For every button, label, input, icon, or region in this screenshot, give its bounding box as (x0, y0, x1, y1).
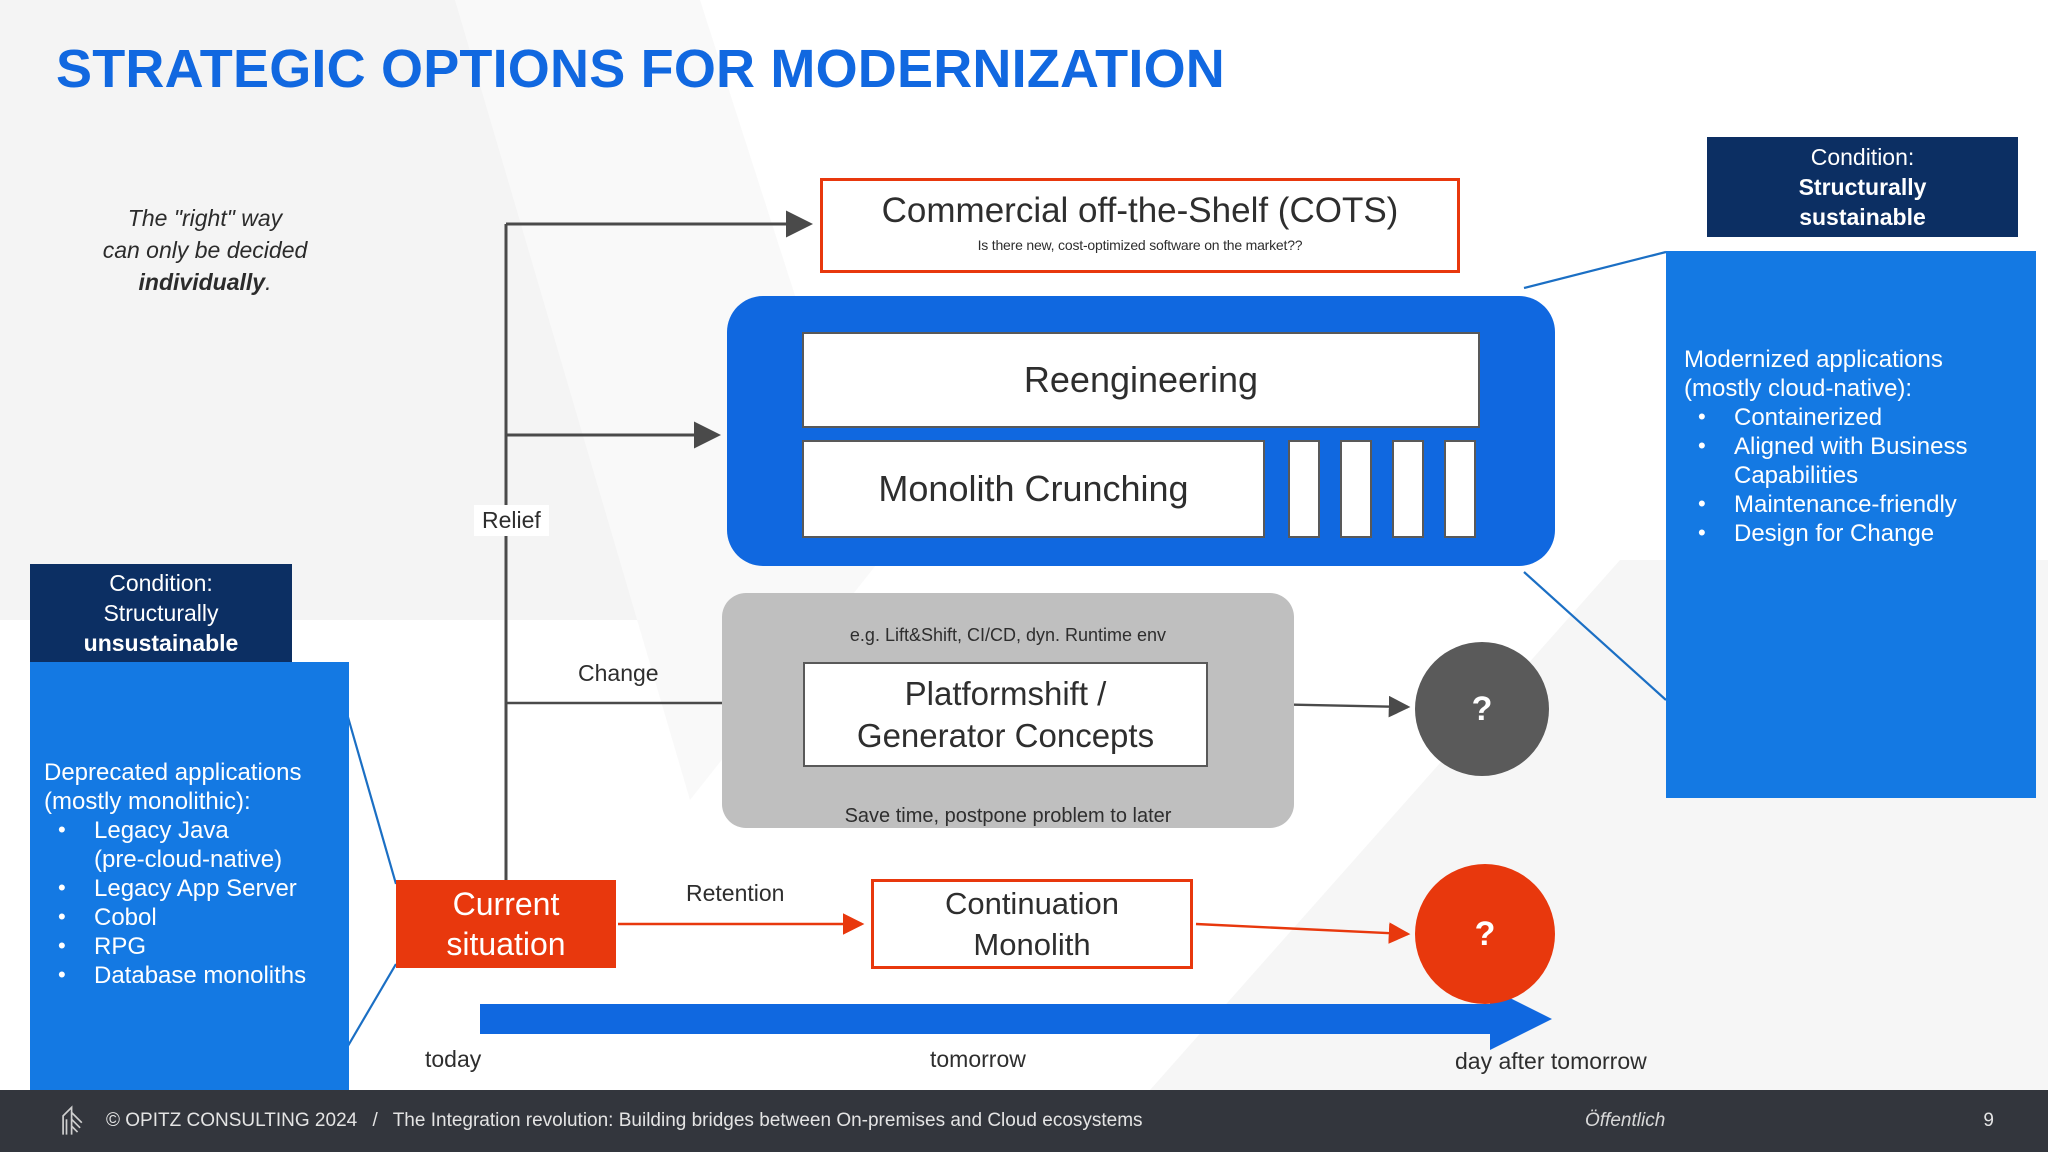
list-item: Legacy App Server (44, 873, 349, 903)
question-mark-icon: ? (1474, 914, 1496, 953)
deprecated-applications-list: Legacy Java (pre-cloud-native) Legacy Ap… (44, 815, 349, 990)
modernized-applications-lead: Modernized applications (mostly cloud-na… (1684, 346, 1943, 402)
platformshift-line-2: Generator Concepts (856, 716, 1155, 754)
timeline-label-today: today (425, 1046, 482, 1072)
timeline-label-tomorrow: tomorrow (930, 1046, 1026, 1072)
left-condition-header: Condition: Structurally unsustainable (30, 564, 292, 662)
continuation-monolith-line-1: Continuation (944, 886, 1120, 921)
timeline-label-day-after-tomorrow: day after tomorrow (1455, 1048, 1647, 1074)
deprecated-applications-panel: Deprecated applications (mostly monolith… (30, 662, 349, 1152)
monolith-crunching-label: Monolith Crunching (878, 468, 1189, 509)
modernized-applications-list: Containerized Aligned with Business Capa… (1684, 402, 2036, 548)
list-item: Maintenance-friendly (1684, 489, 2036, 519)
reengineering-box[interactable]: Reengineering (802, 332, 1480, 428)
right-condition-line-2: Structurally (1798, 174, 1927, 200)
microservice-slot (1288, 440, 1320, 538)
cots-option-box[interactable]: Commercial off-the-Shelf (COTS) Is there… (820, 178, 1460, 273)
edge-label-change: Change (578, 660, 659, 686)
continuation-monolith-line-2: Monolith (973, 927, 1091, 962)
note-line-2: can only be decided (102, 237, 308, 263)
footer-separator: / (372, 1110, 378, 1131)
edge-label-retention: Retention (686, 880, 785, 906)
list-item: Legacy Java (pre-cloud-native) (44, 815, 349, 874)
edge-label-relief: Relief (474, 505, 549, 536)
question-mark-icon: ? (1471, 689, 1493, 728)
platformshift-box[interactable]: Platformshift / Generator Concepts (803, 662, 1208, 767)
microservice-slot (1392, 440, 1424, 538)
footer-page-number: 9 (1983, 1110, 1994, 1131)
cots-subtitle: Is there new, cost-optimized software on… (977, 237, 1303, 253)
list-item: Aligned with Business Capabilities (1684, 431, 2036, 490)
right-condition-header: Condition: Structurally sustainable (1707, 137, 2018, 237)
right-condition-line-3: sustainable (1799, 204, 1926, 230)
footer-deck-title: The Integration revolution: Building bri… (392, 1110, 1143, 1131)
individual-decision-note: The "right" way can only be decided indi… (60, 202, 350, 298)
list-item: Containerized (1684, 402, 2036, 432)
left-condition-line-2: Structurally (103, 600, 219, 626)
unknown-outcome-red-circle: ? (1415, 864, 1555, 1004)
platformshift-line-1: Platformshift / (904, 674, 1107, 712)
continuation-monolith-box[interactable]: Continuation Monolith (871, 879, 1193, 969)
reengineering-label: Reengineering (1023, 359, 1259, 400)
microservice-slot (1444, 440, 1476, 538)
footer-classification: Öffentlich (1585, 1110, 1666, 1131)
left-condition-line-3: unsustainable (83, 630, 239, 656)
left-condition-line-1: Condition: (109, 570, 213, 596)
microservice-slot (1340, 440, 1372, 538)
page-title: STRATEGIC OPTIONS FOR MODERNIZATION (56, 39, 1225, 99)
right-condition-line-1: Condition: (1810, 144, 1915, 170)
modernized-applications-panel: Modernized applications (mostly cloud-na… (1666, 251, 2036, 798)
footer-copyright: © OPITZ CONSULTING 2024 (106, 1110, 358, 1131)
deprecated-applications-lead: Deprecated applications (mostly monolith… (44, 759, 302, 815)
list-item: Cobol (44, 902, 349, 932)
current-situation-line-2: situation (446, 926, 566, 962)
platformshift-bottom-note: Save time, postpone problem to later (844, 805, 1172, 827)
note-line-3-emphasis: individually (138, 269, 266, 295)
current-situation-box[interactable]: Current situation (396, 880, 616, 968)
note-line-1: The "right" way (127, 205, 283, 231)
platformshift-top-note: e.g. Lift&Shift, CI/CD, dyn. Runtime env (849, 625, 1167, 645)
slide-footer: © OPITZ CONSULTING 2024 / The Integratio… (0, 1090, 2048, 1152)
note-line-3-tail: . (265, 269, 272, 295)
monolith-crunching-box[interactable]: Monolith Crunching (802, 440, 1265, 538)
footer-text: © OPITZ CONSULTING 2024 / The Integratio… (106, 1110, 1143, 1132)
current-situation-line-1: Current (452, 886, 560, 922)
unknown-outcome-gray-circle: ? (1415, 642, 1549, 776)
opitz-consulting-logo-icon (62, 1105, 83, 1135)
cots-title: Commercial off-the-Shelf (COTS) (881, 191, 1399, 230)
list-item: Database monoliths (44, 960, 349, 990)
list-item: RPG (44, 931, 349, 961)
list-item: Design for Change (1684, 518, 2036, 548)
